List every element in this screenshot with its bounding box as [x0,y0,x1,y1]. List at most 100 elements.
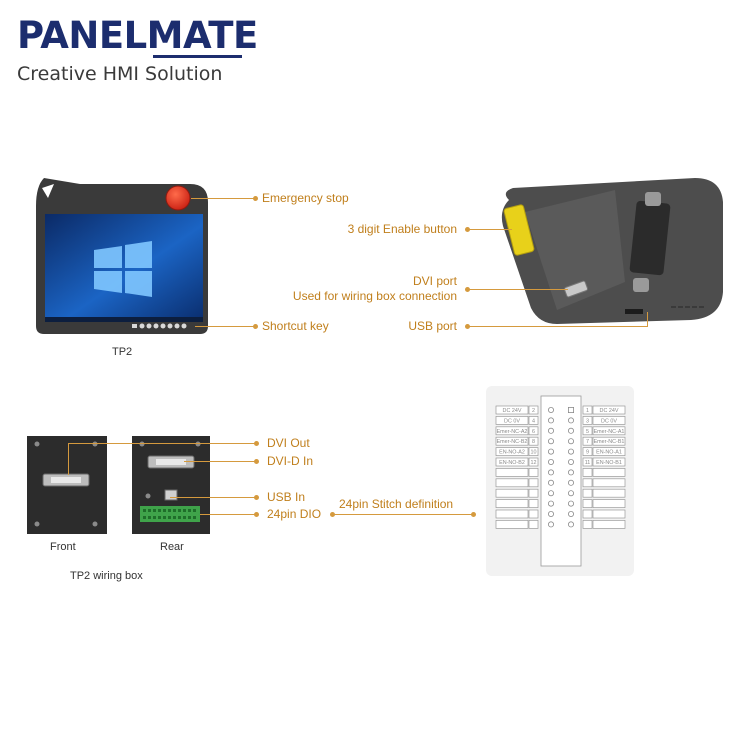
pin-number: 4 [532,418,535,424]
pin-number: 12 [531,460,537,466]
pin-number: 2 [532,408,535,414]
label-dvi-port-line2: Used for wiring box connection [292,289,457,303]
pin-label-box [592,436,626,446]
pin-hole [568,469,575,476]
pin-hole [548,521,555,528]
pin-label-box [592,499,626,508]
leader-dot [253,196,258,201]
rear-caption: Rear [160,541,184,553]
pin-label-box [592,478,626,488]
pin-number-box [528,426,539,436]
pin-hole [548,448,555,455]
pin-number-box [582,478,593,488]
pin-number-box [582,436,593,446]
hang-hole [42,184,54,198]
pin-number-box [582,426,593,436]
pin-number-box [582,416,593,425]
tp2-front-image [36,178,208,334]
dvi-port [564,280,588,298]
pin-label-box [592,416,626,425]
pin-number-box [582,499,593,508]
pin-hole [568,500,575,507]
strap-clip-top [645,192,661,206]
pin-label-box [592,405,626,415]
usb-in-connector [164,489,178,501]
pin-label: EN-NO-B2 [499,460,525,466]
leader-dio [200,514,258,515]
pin-label: Emer-NC-B1 [594,439,625,445]
leader-dvi-out-riser [68,443,69,475]
leader-enable-button [468,229,512,230]
pin-number-box [528,416,539,425]
pin-number-box [582,468,593,477]
front-caption: Front [50,541,76,553]
label-dvi-port-line1: DVI port [412,274,457,288]
pin-hole [568,490,575,497]
pin-label-box [592,488,626,498]
pin-hole [548,469,555,476]
pin-number: 1 [586,408,589,414]
tp2-caption: TP2 [112,346,133,358]
pin-label-box [592,509,626,519]
pin-number-box [528,520,539,529]
pin-label: DC 0V [601,418,617,424]
pin-number-box [528,468,539,477]
leader-dot [254,495,259,500]
pin-header-strip [540,395,582,567]
rear-raised-center [525,190,625,310]
brand-underline [153,55,242,58]
pin-label-box [592,447,626,456]
usb-port [625,309,643,314]
tp2-screen [45,214,203,322]
brand-tagline: Creative HMI Solution [17,63,223,85]
strap-clip-bottom [633,278,649,292]
leader-dot [254,459,259,464]
pin-label: Emer-NC-A1 [594,429,625,435]
brand-logo: PANELMATE [17,14,258,57]
pin-label: EN-NO-B1 [596,460,622,466]
pin-hole [548,406,555,413]
label-shortcut-key: Shortcut key [262,319,329,333]
pin-number-box [528,478,539,488]
pin-number-box [528,499,539,508]
label-dio: 24pin DIO [267,507,322,521]
vent-slots [671,306,704,308]
pin-hole [548,417,555,424]
leader-dot [471,512,476,517]
pin-number: 3 [586,418,589,424]
wiring-box-front-image [27,436,107,534]
pin-number-box [528,457,539,467]
pin-label-box [495,457,529,467]
leader-dot [254,441,259,446]
pin-number: 11 [585,460,591,466]
pin-hole [568,459,575,466]
pin-hole [548,438,555,445]
leader-dvi-port [468,289,568,290]
leader-emergency-stop [191,198,257,199]
label-dvi-out: DVI Out [267,436,310,450]
pin-label-box [592,426,626,436]
pin-label: EN-NO-A2 [499,450,525,456]
pin-number-box [582,405,593,415]
pin-number: 6 [532,429,535,435]
pin-hole [548,427,555,434]
label-usb-port: USB port [408,319,457,333]
pin-label: DC 0V [504,418,520,424]
leader-dot [465,227,470,232]
label-usb-in: USB In [267,490,306,504]
pin-label-box [592,457,626,467]
pin-label-box [495,478,529,488]
pin-number-box [528,447,539,456]
pin-hole [568,417,575,424]
pin-label: EN-NO-A1 [596,450,622,456]
label-stitch-definition: 24pin Stitch definition [339,497,454,511]
pin-number-box [528,405,539,415]
pin-label-box [495,436,529,446]
pin-label-box [495,499,529,508]
pin-label-box [592,468,626,477]
pin-label-box [495,520,529,529]
leader-dot [254,512,259,517]
leader-stitch [333,514,473,515]
leader-usb-port [468,326,648,327]
